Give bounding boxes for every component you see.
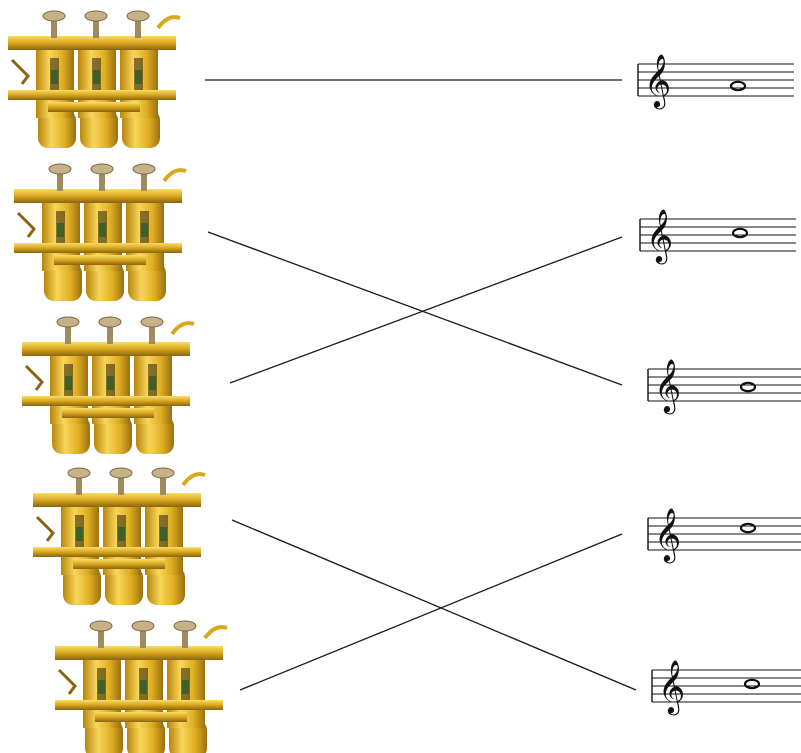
- whole-note-icon: [739, 381, 757, 393]
- trumpet-valves-1[interactable]: [8, 10, 181, 148]
- note-staff-2[interactable]: 𝄞: [639, 208, 796, 264]
- whole-note-icon: [731, 227, 749, 239]
- trumpet-valves-3[interactable]: [22, 316, 195, 454]
- note-staff-1[interactable]: 𝄞: [637, 53, 794, 109]
- trumpet-valves-icon: [8, 10, 181, 148]
- trumpet-valves-icon: [14, 163, 187, 301]
- treble-clef-icon: 𝄞: [658, 659, 685, 715]
- trumpet-valves-icon: [33, 467, 206, 605]
- note-staff-5[interactable]: 𝄞: [651, 659, 801, 715]
- trumpet-valves-icon: [55, 620, 228, 753]
- match-line-5[interactable]: [239, 533, 623, 691]
- note-staff-3[interactable]: 𝄞: [647, 358, 801, 414]
- trumpet-valves-icon: [22, 316, 195, 454]
- treble-clef-icon: 𝄞: [654, 358, 681, 414]
- treble-clef-icon: 𝄞: [654, 507, 681, 563]
- match-line-3[interactable]: [229, 236, 623, 384]
- whole-note-icon: [739, 522, 757, 534]
- whole-note-icon: [743, 678, 761, 690]
- treble-clef-icon: 𝄞: [644, 53, 671, 109]
- match-line-2[interactable]: [207, 231, 623, 386]
- treble-clef-icon: 𝄞: [646, 208, 673, 264]
- match-line-4[interactable]: [231, 519, 637, 691]
- trumpet-valves-5[interactable]: [55, 620, 228, 753]
- trumpet-valves-2[interactable]: [14, 163, 187, 301]
- trumpet-valves-4[interactable]: [33, 467, 206, 605]
- whole-note-icon: [729, 80, 747, 92]
- note-staff-4[interactable]: 𝄞: [647, 507, 801, 563]
